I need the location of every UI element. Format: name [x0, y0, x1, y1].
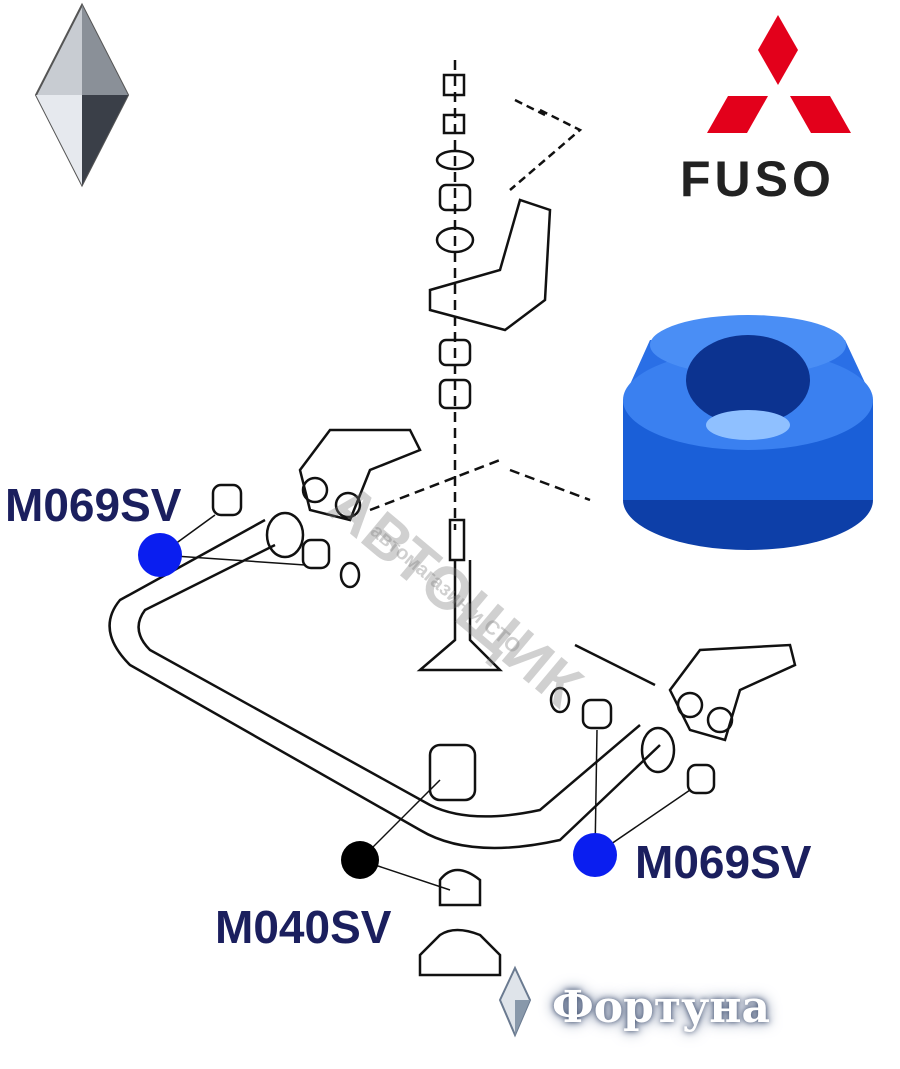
callout-marker-right — [573, 833, 617, 877]
mitsubishi-logo-icon — [707, 15, 851, 133]
callout-marker-left — [138, 533, 182, 577]
part-label-center: M040SV — [215, 901, 392, 953]
diamond-logo-icon — [34, 2, 130, 188]
bushing-photo — [623, 315, 873, 550]
part-label-right: M069SV — [635, 836, 812, 888]
fortuna-logo-text: Фортуна — [552, 982, 771, 1033]
part-label-left: M069SV — [5, 479, 182, 531]
line-art-parts — [108, 60, 797, 977]
callout-marker-center — [341, 841, 379, 879]
fuso-logo-text: FUSO — [680, 151, 835, 207]
fortuna-diamond-icon — [498, 965, 532, 1038]
